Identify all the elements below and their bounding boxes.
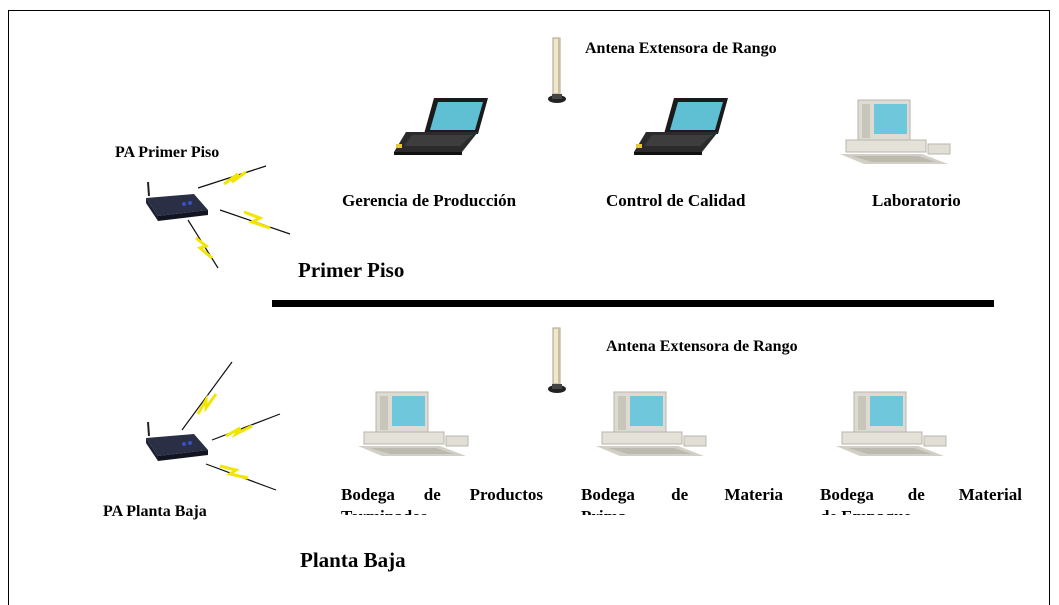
label-word: de [423, 485, 441, 504]
desktop-computer-icon [836, 391, 947, 456]
label-line: Terminados [341, 506, 543, 515]
range-extender-antenna-icon [548, 37, 566, 103]
desktop-computer-icon [596, 391, 707, 456]
wireless-access-point-icon [146, 181, 208, 221]
label-word: Bodega [581, 485, 635, 504]
label-word: Bodega [820, 485, 874, 504]
section-title-planta-baja: Planta Baja [300, 548, 406, 572]
station-label-control-calidad: Control de Calidad [606, 191, 746, 210]
access-point-label-lower: PA Planta Baja [103, 503, 207, 520]
label-word: Bodega [341, 485, 395, 504]
label-word: Materia [724, 485, 783, 504]
station-label-bodega-productos-terminados: Bodega de Productos Terminados [341, 484, 543, 515]
desktop-computer-icon [358, 391, 469, 456]
antenna-label-lower: Antena Extensora de Rango [606, 338, 798, 355]
laptop-icon [394, 98, 488, 155]
label-line: Prima [581, 506, 783, 515]
wireless-signal-icon [187, 165, 291, 269]
label-line: de Empaque [820, 506, 1022, 515]
label-word: Productos [469, 485, 543, 504]
station-label-laboratorio: Laboratorio [872, 191, 961, 210]
station-label-bodega-material-empaque: Bodega de Material de Empaque [820, 484, 1022, 515]
access-point-label-upper: PA Primer Piso [115, 144, 220, 161]
station-label-bodega-materia-prima: Bodega de Materia Prima [581, 484, 783, 515]
desktop-computer-icon [840, 99, 951, 164]
range-extender-antenna-icon [548, 327, 566, 393]
antenna-label-upper: Antena Extensora de Rango [585, 40, 777, 57]
label-word: Material [958, 485, 1022, 504]
label-word: de [907, 485, 925, 504]
diagram-border [8, 10, 1050, 605]
laptop-icon [634, 98, 728, 155]
floor-divider [272, 300, 994, 307]
station-label-gerencia: Gerencia de Producción [342, 191, 517, 210]
wireless-access-point-icon [146, 421, 208, 461]
section-title-primer-piso: Primer Piso [298, 258, 405, 282]
wireless-signal-icon [181, 361, 281, 491]
label-word: de [671, 485, 689, 504]
